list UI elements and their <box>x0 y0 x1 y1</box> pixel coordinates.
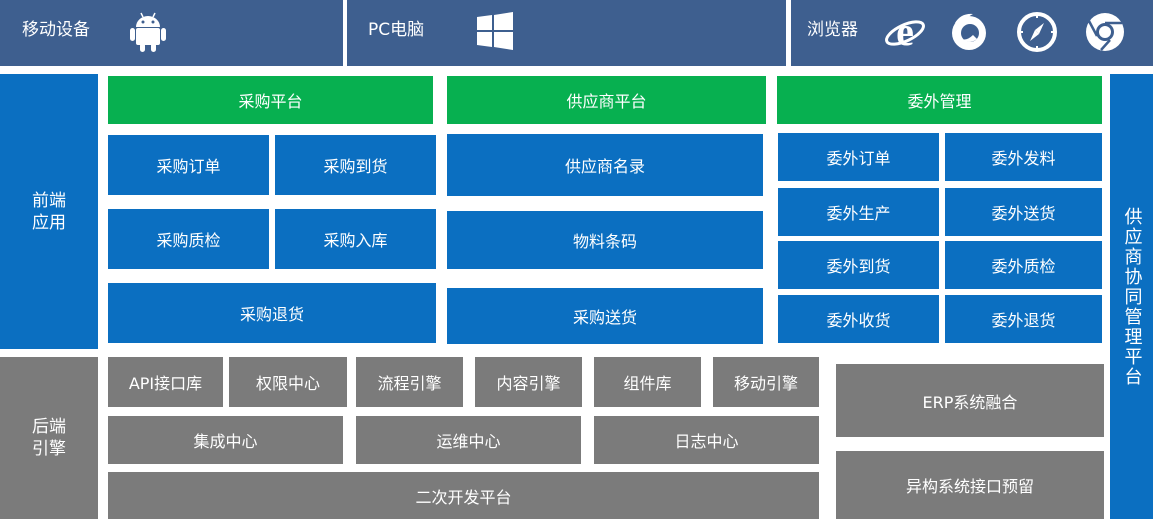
ie-icon: e <box>885 9 925 53</box>
header-mobile: 移动设备 <box>0 0 343 66</box>
front-end-label-line2: 应用 <box>32 212 66 233</box>
back-end-label-line1: 后端 <box>32 417 66 437</box>
back-end-label-line2: 引擎 <box>32 439 66 459</box>
content-engine: 内容引擎 <box>475 357 582 407</box>
mobile-label: 移动设备 <box>22 20 90 40</box>
android-icon <box>130 12 166 52</box>
outsource-return: 委外退货 <box>945 295 1102 343</box>
purchase-delivery: 采购送货 <box>447 288 763 344</box>
pc-label: PC电脑 <box>368 20 425 40</box>
purchase-inspection: 采购质检 <box>108 209 269 269</box>
supplier-collaboration-platform-label: 供应商协同管理平台 <box>1121 206 1143 387</box>
purchase-order: 采购订单 <box>108 135 269 195</box>
front-end-label-line1: 前端 <box>32 190 66 211</box>
purchase-warehousing: 采购入库 <box>275 209 436 269</box>
outsource-arrival: 委外到货 <box>778 241 939 289</box>
outsource-delivery: 委外送货 <box>945 188 1102 236</box>
secondary-development-platform: 二次开发平台 <box>108 472 819 519</box>
outsource-inspection: 委外质检 <box>945 241 1102 289</box>
header-pc: PC电脑 <box>347 0 786 66</box>
api-library: API接口库 <box>108 357 223 407</box>
firefox-icon <box>952 13 986 50</box>
permission-center: 权限中心 <box>229 357 347 407</box>
windows-icon <box>477 12 513 50</box>
erp-integration: ERP系统融合 <box>836 364 1104 437</box>
safari-icon <box>1017 12 1057 52</box>
outsource-material-issue: 委外发料 <box>945 133 1102 181</box>
back-end-label: 后端 引擎 <box>0 357 98 519</box>
workflow-engine: 流程引擎 <box>356 357 463 407</box>
browser-label: 浏览器 <box>807 20 858 40</box>
header-browser: 浏览器 e <box>791 0 1153 66</box>
mobile-engine: 移动引擎 <box>713 357 819 407</box>
component-library: 组件库 <box>594 357 701 407</box>
supplier-directory: 供应商名录 <box>447 134 763 196</box>
chrome-icon <box>1086 13 1124 51</box>
outsource-order: 委外订单 <box>778 133 939 181</box>
outsource-production: 委外生产 <box>778 188 939 236</box>
supplier-platform-title: 供应商平台 <box>447 76 766 124</box>
integration-center: 集成中心 <box>108 416 343 464</box>
outsource-receipt: 委外收货 <box>778 295 939 343</box>
supplier-collaboration-platform-bar: 供应商协同管理平台 <box>1110 74 1153 519</box>
purchase-arrival: 采购到货 <box>275 135 436 195</box>
heterogeneous-interface-reserve: 异构系统接口预留 <box>836 451 1104 519</box>
operations-center: 运维中心 <box>356 416 581 464</box>
purchase-return: 采购退货 <box>108 283 436 343</box>
outsource-management-title: 委外管理 <box>777 76 1102 124</box>
material-barcode: 物料条码 <box>447 211 763 269</box>
purchase-platform-title: 采购平台 <box>108 76 433 124</box>
svg-text:e: e <box>896 9 914 53</box>
log-center: 日志中心 <box>594 416 819 464</box>
front-end-label: 前端 应用 <box>0 74 98 349</box>
